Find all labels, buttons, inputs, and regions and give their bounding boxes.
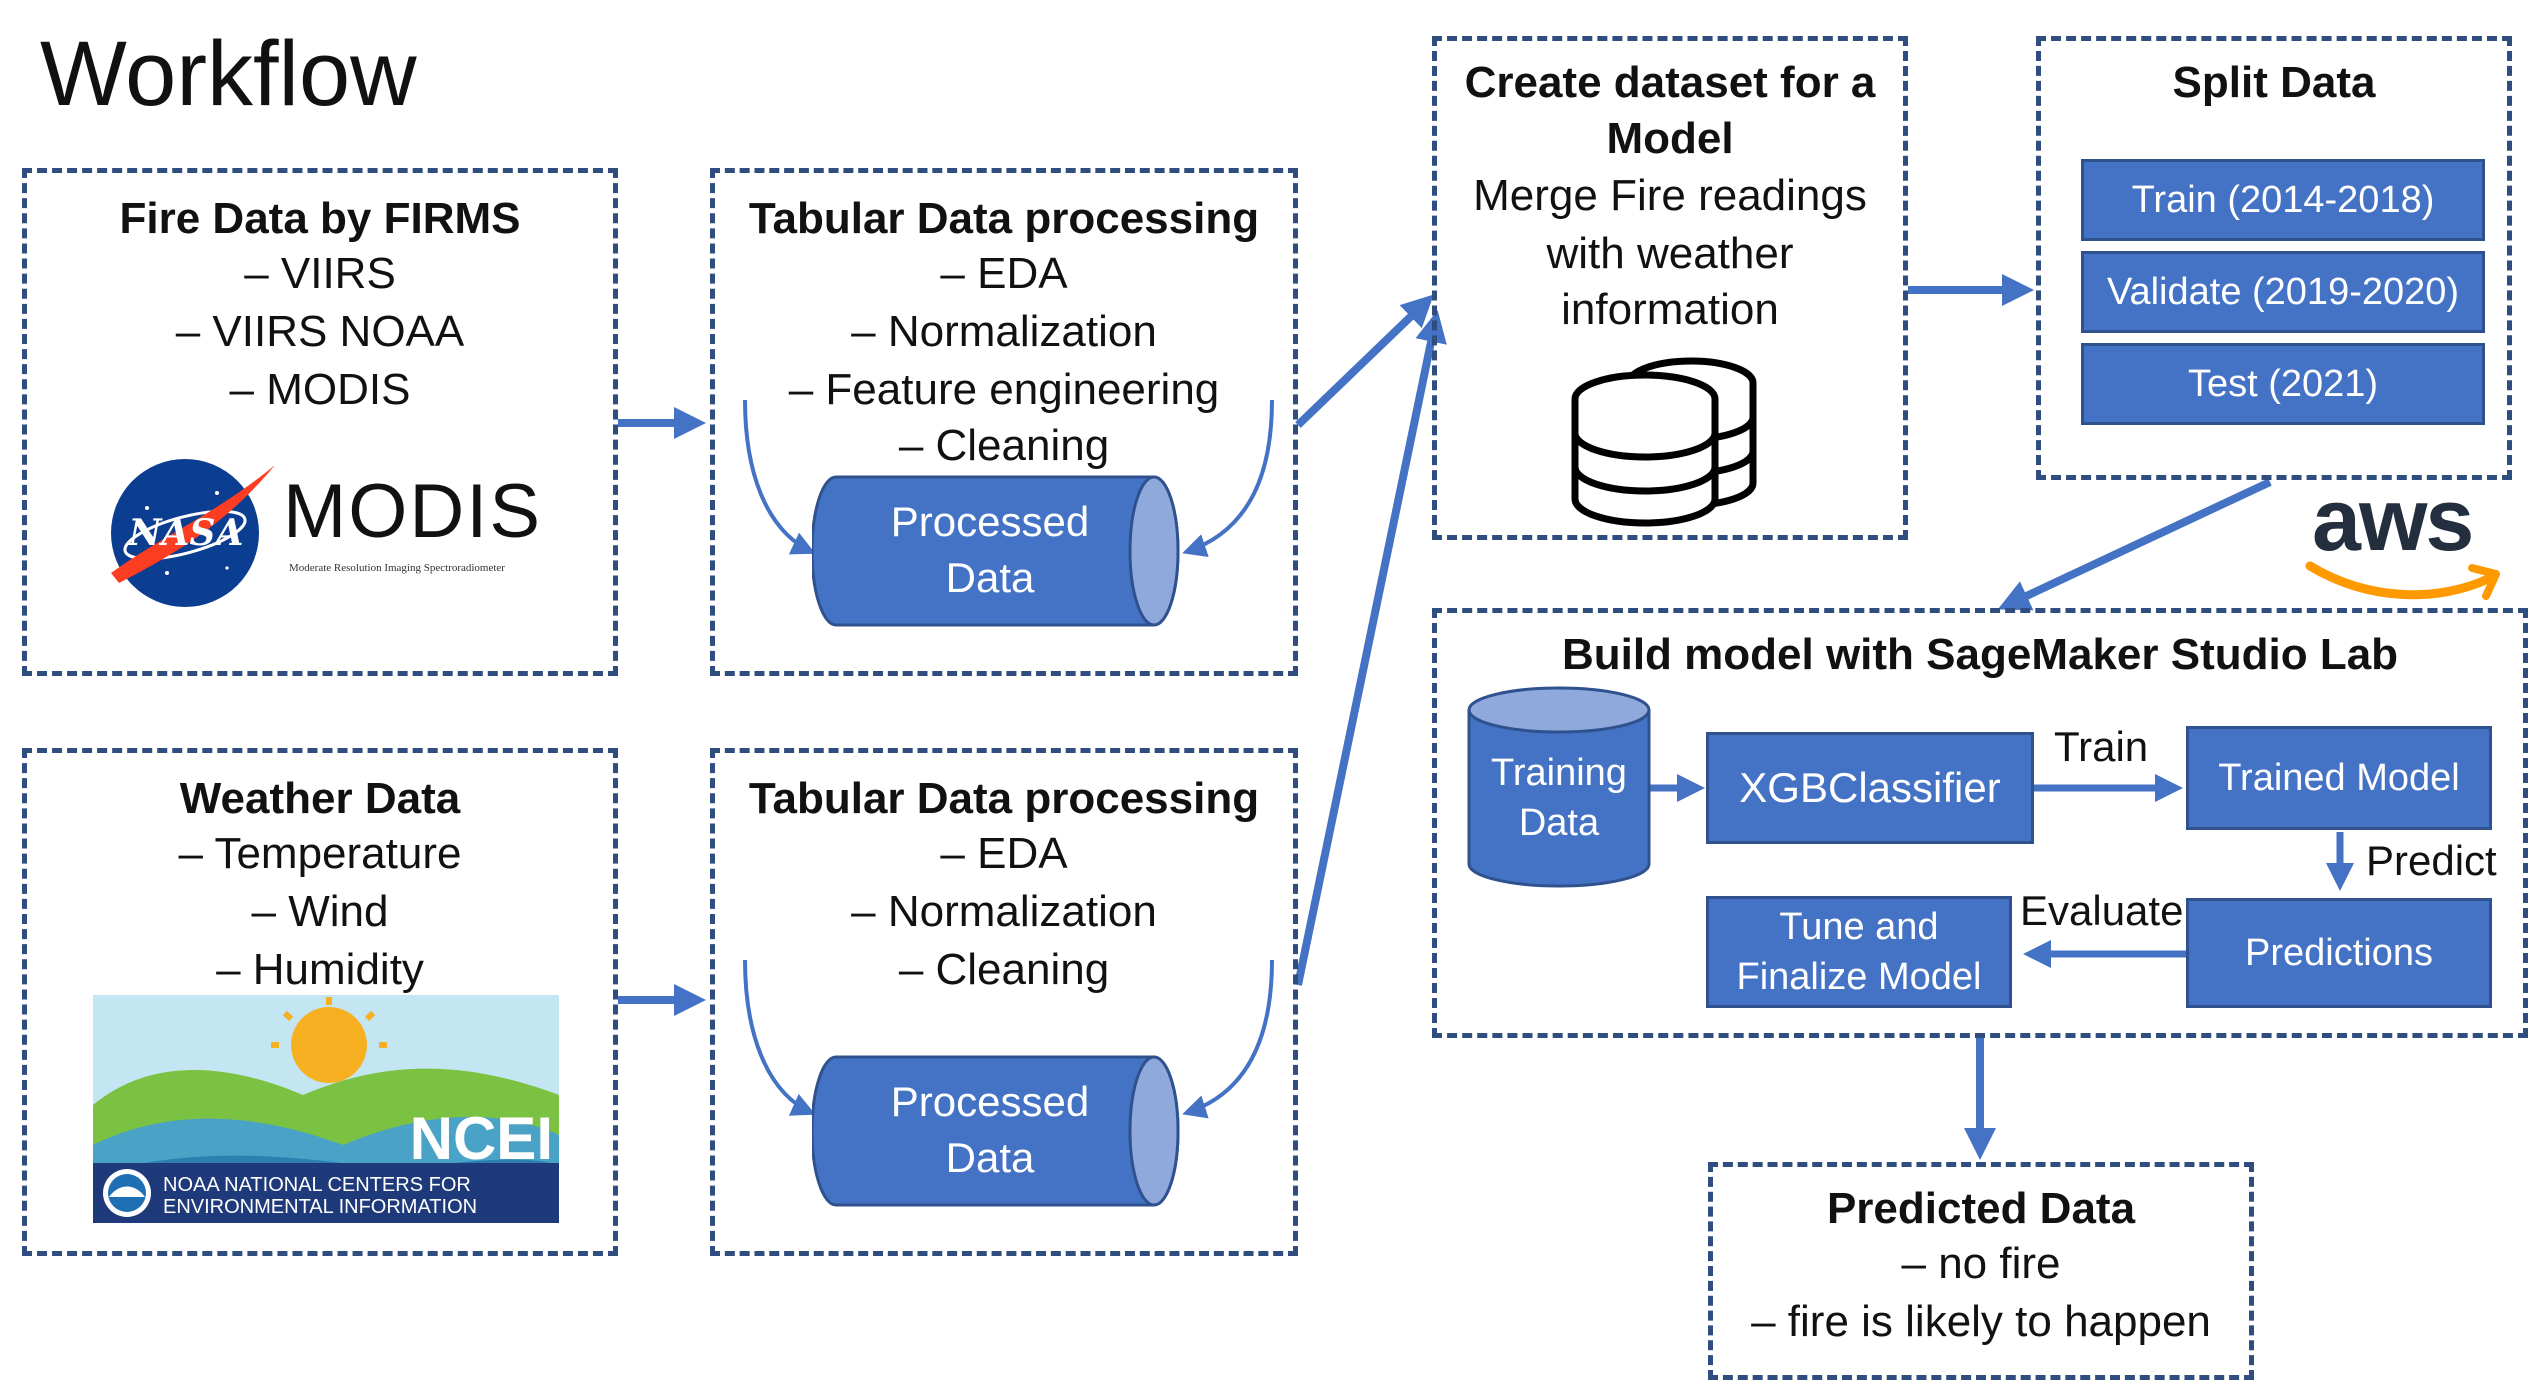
weather-data-item-humidity: – Humidity <box>216 945 424 994</box>
processed-data-bottom-line2: Data <box>945 1134 1035 1181</box>
tune-finalize-line2: Finalize Model <box>1736 956 1982 998</box>
curve-arrow-bottom-left <box>743 959 816 1116</box>
aws-logo-text: aws <box>2312 470 2474 569</box>
split-test: Test (2021) <box>2081 343 2485 425</box>
trained-model-box: Trained Model <box>2186 726 2492 830</box>
processed-data-bottom-line1: Processed <box>890 1078 1090 1125</box>
training-data-line1: Training <box>1491 752 1627 794</box>
ncei-logo: NCEI NOAA NATIONAL CENTERS FOR ENVIRONME… <box>93 995 559 1223</box>
predicted-data-box: Predicted Data – no fire – fire is likel… <box>1708 1162 2254 1380</box>
tabular-top-item-cleaning: – Cleaning <box>898 421 1110 470</box>
ncei-landscape-icon <box>93 995 559 1223</box>
modis-logo-text: MODIS <box>283 469 543 554</box>
xgbclassifier-box: XGBClassifier <box>1706 732 2034 844</box>
build-model-box: Build model with SageMaker Studio Lab <box>1432 608 2528 1038</box>
curve-arrow-top-left <box>743 399 816 555</box>
split-data-box: Split Data Train (2014-2018) Validate (2… <box>2036 36 2512 480</box>
weather-data-item-wind: – Wind <box>251 887 389 936</box>
tabular-processing-top-box: Tabular Data processing – EDA – Normaliz… <box>710 168 1298 676</box>
weather-data-title: Weather Data <box>179 774 461 823</box>
ncei-logo-text: NCEI <box>409 1105 553 1172</box>
processed-data-cylinder-top <box>812 475 1180 627</box>
predicted-data-item-no-fire: – no fire <box>1901 1239 2061 1288</box>
tabular-top-title: Tabular Data processing <box>748 194 1260 243</box>
nasa-meatball-icon <box>111 459 275 607</box>
fire-data-box: Fire Data by FIRMS – VIIRS – VIIRS NOAA … <box>22 168 618 676</box>
processed-data-top-line2: Data <box>945 554 1035 601</box>
tabular-top-item-feature-engineering: – Feature engineering <box>788 365 1220 414</box>
processed-data-top-line1: Processed <box>890 498 1090 545</box>
weather-data-box: Weather Data – Temperature – Wind – Humi… <box>22 748 618 1256</box>
tabular-bottom-item-cleaning: – Cleaning <box>898 945 1110 994</box>
fire-data-title: Fire Data by FIRMS <box>119 194 521 243</box>
training-data-line2: Data <box>1518 802 1600 844</box>
evaluate-label: Evaluate <box>2020 887 2184 934</box>
ncei-logo-line2: ENVIRONMENTAL INFORMATION <box>163 1196 478 1218</box>
create-dataset-title-line2: Model <box>1606 114 1734 163</box>
split-validate: Validate (2019-2020) <box>2081 251 2485 333</box>
create-dataset-body-line3: information <box>1561 285 1779 334</box>
tabular-processing-bottom-box: Tabular Data processing – EDA – Normaliz… <box>710 748 1298 1256</box>
ncei-logo-line1: NOAA NATIONAL CENTERS FOR <box>163 1174 471 1196</box>
page-title: Workflow <box>40 23 417 125</box>
tune-finalize-box: Tune and Finalize Model <box>1706 896 2012 1008</box>
create-dataset-title-line1: Create dataset for a <box>1464 58 1876 107</box>
nasa-modis-logo: NASA MODIS Moderate Resolution Imaging S… <box>107 453 567 613</box>
create-dataset-body-line2: with weather <box>1546 229 1794 278</box>
tabular-top-item-normalization: – Normalization <box>851 307 1157 356</box>
tabular-bottom-item-normalization: – Normalization <box>851 887 1157 936</box>
arrow-tabular-bottom-to-dataset <box>1294 310 1447 986</box>
tabular-top-item-eda: – EDA <box>940 249 1068 298</box>
split-data-title: Split Data <box>2172 58 2376 107</box>
weather-data-item-temperature: – Temperature <box>178 829 462 878</box>
predicted-data-title: Predicted Data <box>1826 1184 2136 1233</box>
fire-data-item-viirs: – VIIRS <box>244 249 396 298</box>
fire-data-item-viirs-noaa: – VIIRS NOAA <box>175 307 465 356</box>
aws-smile-icon <box>2305 561 2500 600</box>
split-train: Train (2014-2018) <box>2081 159 2485 241</box>
processed-data-cylinder-bottom <box>812 1055 1180 1207</box>
predictions-box: Predictions <box>2186 898 2492 1008</box>
predict-label: Predict <box>2366 837 2497 884</box>
aws-logo: aws <box>2300 470 2510 608</box>
create-dataset-body-line1: Merge Fire readings <box>1473 171 1867 220</box>
curve-arrow-top-right <box>1182 399 1274 558</box>
nasa-logo-text: NASA <box>128 512 244 554</box>
fire-data-item-modis: – MODIS <box>229 365 411 414</box>
arrow-split-to-build <box>1997 478 2272 611</box>
train-label: Train <box>2054 723 2149 770</box>
create-dataset-box: Create dataset for a Model Merge Fire re… <box>1432 36 1908 540</box>
tune-finalize-line1: Tune and <box>1779 906 1939 948</box>
tabular-bottom-title: Tabular Data processing <box>748 774 1260 823</box>
curve-arrow-bottom-right <box>1182 959 1274 1119</box>
training-data-cylinder <box>1467 686 1651 888</box>
tabular-bottom-item-eda: – EDA <box>940 829 1068 878</box>
database-icon <box>1571 357 1757 527</box>
modis-logo-subtitle: Moderate Resolution Imaging Spectroradio… <box>289 562 505 574</box>
predicted-data-item-fire-likely: – fire is likely to happen <box>1751 1297 2211 1346</box>
build-model-title: Build model with SageMaker Studio Lab <box>1561 630 2399 679</box>
arrow-tabular-top-to-dataset <box>1295 294 1434 428</box>
